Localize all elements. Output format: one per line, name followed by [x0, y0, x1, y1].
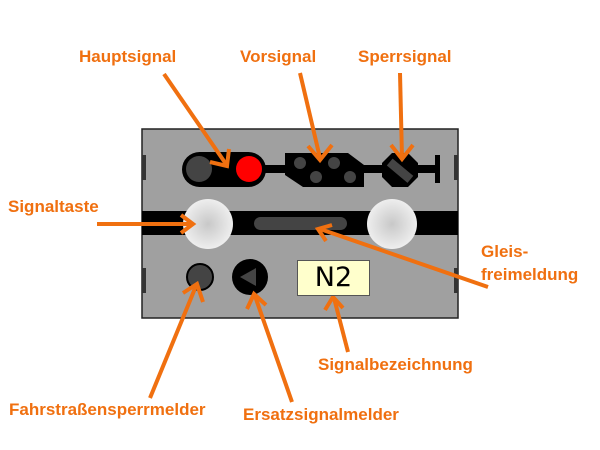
arrowhead — [323, 293, 345, 312]
vorsignal-light — [344, 171, 356, 183]
label-hauptsignal: Hauptsignal — [79, 47, 177, 66]
annotation-arrows — [97, 72, 489, 403]
vorsignal-light — [328, 157, 340, 169]
label-gleisfreimeldung-line2: freimeldung — [481, 265, 579, 284]
arrowhead — [179, 213, 197, 235]
label-vorsignal: Vorsignal — [240, 47, 317, 66]
vorsignal-light — [310, 171, 322, 183]
panel-edge-tab — [142, 155, 146, 180]
label-ersatzsignalmelder: Ersatzsignalmelder — [243, 405, 399, 424]
arrowhead — [209, 148, 231, 169]
signal-name-plate: N2 — [297, 260, 370, 296]
track-occupancy-indicator — [254, 217, 347, 230]
signal-button-right[interactable] — [367, 199, 417, 249]
arrow-signalbezeichnung — [332, 297, 350, 353]
arrow-fahrstrassensperrmelder — [148, 285, 198, 399]
arrowhead — [314, 223, 333, 243]
signal-button-left[interactable] — [183, 199, 233, 249]
hauptsignal-dark-light — [186, 156, 212, 182]
arrowhead — [306, 143, 334, 164]
arrow-sperrsignal — [398, 72, 404, 159]
label-signaltaste: Signaltaste — [8, 197, 99, 216]
panel-edge-tab — [142, 268, 146, 293]
triangle-left-icon — [240, 268, 256, 286]
arrowhead — [245, 290, 268, 310]
arrowhead — [389, 143, 415, 163]
arrow-hauptsignal — [162, 72, 228, 166]
label-fahrstrassensperrmelder: Fahrstraßensperrmelder — [9, 400, 206, 419]
label-sperrsignal: Sperrsignal — [358, 47, 452, 66]
label-signalbezeichnung: Signalbezeichnung — [318, 355, 473, 374]
arrow-ersatzsignalmelder — [253, 295, 294, 403]
panel-edge-tab — [454, 155, 458, 180]
label-gleisfreimeldung-line1: Gleis- — [481, 242, 529, 261]
arrowhead — [181, 280, 205, 303]
arrow-gleisfreimeldung — [319, 227, 489, 289]
vorsignal-light — [294, 157, 306, 169]
panel-edge-tab — [454, 268, 458, 293]
signal-end-bar — [435, 155, 440, 183]
arrow-vorsignal — [298, 72, 322, 159]
sperrsignal-bar — [386, 158, 414, 183]
hauptsignal-red-light — [236, 156, 262, 182]
